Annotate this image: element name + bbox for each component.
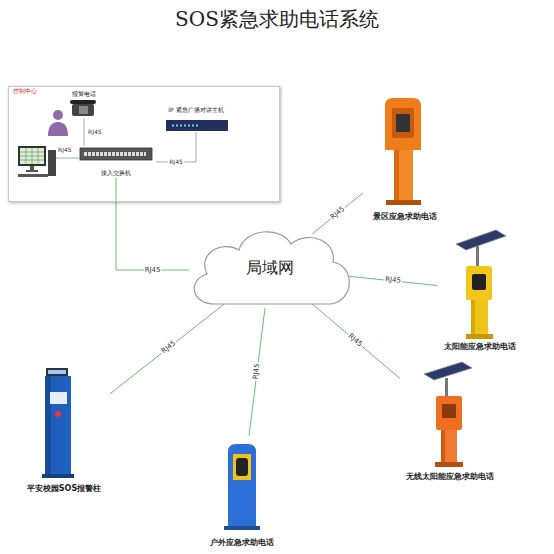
wireless-phone-pillar <box>442 404 456 418</box>
outdoor-sos-phone: 户外应急求助电话 <box>204 436 280 548</box>
edge-label: RJ45 <box>168 159 184 165</box>
person-icon <box>53 110 63 120</box>
wireless-phone-pillar <box>441 430 445 464</box>
solar-phone-pillar <box>466 334 493 339</box>
solar-phone-pillar <box>471 300 475 336</box>
node-label: 局域网 <box>246 259 294 277</box>
edge-label: RJ45 <box>87 129 103 135</box>
edge-label: RJ45 <box>159 340 177 357</box>
computer-icon <box>18 174 48 177</box>
scenic-phone-pillar <box>396 114 410 132</box>
solar-phone-pillar <box>472 274 486 290</box>
solar-phone-pillar <box>466 266 492 300</box>
wireless-phone-pillar <box>445 378 448 398</box>
computer-icon <box>26 170 38 172</box>
solar-phone-pillar <box>476 246 479 266</box>
alarm-phone: 报警电话 <box>64 90 104 118</box>
campus-sos-pillar: 平安校园SOS报警柱 <box>18 366 110 494</box>
edge-label: RJ45 <box>384 276 402 285</box>
node-label: 太阳能应急求助电话 <box>444 342 516 351</box>
edge-label: RJ45 <box>252 363 261 382</box>
intercom-host: IP 紧急广播对讲主机 <box>160 106 232 132</box>
scenic-phone-pillar <box>385 98 421 150</box>
phone-icon <box>79 106 88 114</box>
computer-icon <box>48 150 56 176</box>
node-label: 控制中心 <box>13 88 37 95</box>
cloud-outline <box>194 232 349 304</box>
outdoor-phone-pillar <box>228 444 256 528</box>
lan-cloud: 局域网 <box>185 222 355 314</box>
host-device <box>166 120 228 131</box>
wireless-solar-sos-phone: 无线太阳能应急求助电话 <box>400 360 500 482</box>
sos-pillar <box>42 474 74 478</box>
host-device <box>172 125 200 127</box>
person-icon <box>48 122 68 136</box>
outdoor-phone-pillar <box>233 454 251 480</box>
computer-icon <box>30 166 34 170</box>
edge-label: RJ45 <box>328 205 346 222</box>
sos-pillar <box>50 392 67 404</box>
scenic-phone-pillar <box>386 200 421 205</box>
connector <box>349 276 437 285</box>
scenic-phone-pillar <box>392 108 414 138</box>
node-label: 景区应急求助电话 <box>373 212 437 221</box>
sos-pillar <box>45 376 71 476</box>
outdoor-phone-pillar <box>236 458 248 476</box>
scenic-phone-pillar <box>394 150 399 202</box>
computer-icon <box>18 146 46 166</box>
sos-pillar <box>55 411 61 417</box>
access-switch: 接入交换机 <box>76 146 156 178</box>
sos-pillar <box>46 368 68 376</box>
node-label: 报警电话 <box>72 91 96 98</box>
node-label: 无线太阳能应急求助电话 <box>406 472 494 481</box>
connector <box>249 308 265 436</box>
control-center: 控制中心 报警电话 IP 紧急广播对讲主机接入交换机 <box>8 86 280 202</box>
wireless-phone-pillar <box>435 462 463 467</box>
connector <box>84 118 85 146</box>
computer-icon <box>20 148 44 164</box>
scenic-phone-pillar <box>394 150 413 202</box>
sos-pillar <box>45 376 51 476</box>
switch-device <box>80 148 152 160</box>
title: SOS紧急求助电话系统 <box>175 8 379 31</box>
scenic-sos-phone: 景区应急求助电话 <box>363 96 447 222</box>
node-label: 接入交换机 <box>101 170 131 177</box>
connector <box>311 303 400 379</box>
node-label: 平安校园SOS报警柱 <box>27 484 101 493</box>
wireless-phone-pillar <box>441 430 457 464</box>
solar-panel <box>424 362 472 380</box>
port-label: RJ45 <box>58 147 72 154</box>
solar-sos-phone: 太阳能应急求助电话 <box>437 228 523 352</box>
phone-icon <box>72 104 94 116</box>
wire <box>56 158 80 159</box>
solar-phone-pillar <box>471 300 488 336</box>
connector <box>116 178 189 270</box>
wireless-phone-pillar <box>436 396 462 430</box>
node-label: 户外应急求助电话 <box>210 538 274 547</box>
edge-label: RJ45 <box>144 267 162 274</box>
connector <box>312 193 363 234</box>
phone-icon <box>70 100 96 104</box>
connector <box>156 132 196 162</box>
node-label: IP 紧急广播对讲主机 <box>168 107 223 114</box>
connector <box>110 302 227 394</box>
switch-ports <box>84 152 146 156</box>
sos-pillar <box>48 370 66 374</box>
solar-panel <box>456 230 506 250</box>
outdoor-phone-pillar <box>224 526 260 530</box>
computer-icon <box>20 148 44 164</box>
